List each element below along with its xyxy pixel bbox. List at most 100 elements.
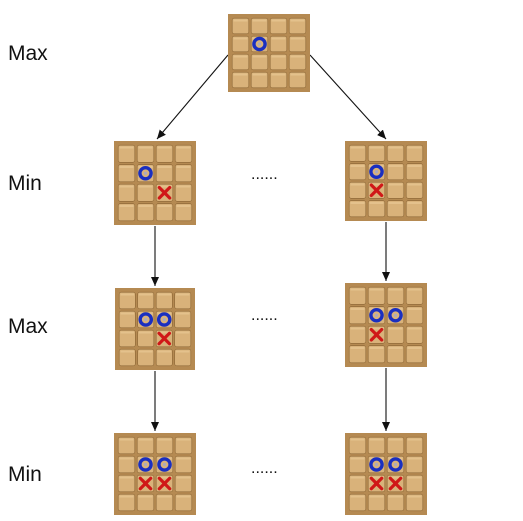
board-cell-highlight <box>388 288 403 291</box>
board-cell-highlight <box>290 73 305 76</box>
board-cell <box>367 200 386 218</box>
board-cell-highlight <box>290 37 305 40</box>
board-cell <box>174 144 193 163</box>
board-cell-highlight <box>157 293 171 296</box>
board-cell <box>405 345 424 364</box>
level-label-max-1: Max <box>8 42 48 65</box>
board-cell <box>137 329 155 348</box>
board-cell <box>348 455 367 474</box>
cross-piece-icon <box>157 185 172 200</box>
board-cell-highlight <box>407 146 422 149</box>
board-cell-highlight <box>388 165 403 167</box>
board-cell-highlight <box>369 347 384 349</box>
board-cell-highlight <box>350 495 365 498</box>
board-cell-highlight <box>119 185 134 188</box>
board-cell-highlight <box>157 146 172 149</box>
board-cell <box>118 310 136 329</box>
board-cell <box>288 17 307 35</box>
board-cell <box>174 183 193 202</box>
board-cell <box>386 144 405 162</box>
board-cell <box>348 200 367 218</box>
board-cell <box>348 345 367 364</box>
board-cell-highlight <box>119 457 134 460</box>
board-cell <box>405 474 424 493</box>
board-cell-highlight <box>157 495 172 498</box>
circle-piece-center <box>162 462 167 467</box>
board-cell-highlight <box>369 202 384 204</box>
tree-edge-root-to-l1-right <box>309 54 387 140</box>
board-cell-highlight <box>350 146 365 149</box>
board-cell-highlight <box>369 146 384 149</box>
board-cell-highlight <box>350 438 365 441</box>
board-cell <box>405 325 424 344</box>
board-cell <box>174 455 193 474</box>
board-cell <box>118 329 136 348</box>
board-cell-highlight <box>369 438 384 441</box>
board-cell <box>174 203 193 222</box>
board-root <box>228 14 310 92</box>
board-cell-highlight <box>350 183 365 186</box>
board-cell-highlight <box>388 438 403 441</box>
board-cell-highlight <box>138 185 153 188</box>
board-cell-highlight <box>176 476 191 479</box>
board-cell <box>174 493 193 512</box>
circle-piece-icon <box>157 457 172 472</box>
board-cell-highlight <box>157 438 172 441</box>
board-l2-right <box>345 283 427 367</box>
board-cell-highlight <box>138 495 153 498</box>
board-cell-highlight <box>369 476 384 479</box>
board-cell <box>269 71 288 89</box>
board-cell-highlight <box>350 308 365 310</box>
circle-piece-icon <box>369 164 384 180</box>
cross-piece-icon <box>157 331 172 346</box>
board-cell <box>231 35 250 53</box>
board-cell <box>136 436 155 455</box>
board-cell-highlight <box>120 331 134 334</box>
board-cell-highlight <box>350 476 365 479</box>
board-cell <box>348 181 367 199</box>
board-cell <box>367 144 386 162</box>
circle-piece-icon <box>388 307 403 323</box>
board-cell-highlight <box>271 37 286 40</box>
board-cell <box>405 306 424 325</box>
board-cell-highlight <box>233 37 248 40</box>
board-cell-highlight <box>119 495 134 498</box>
board-cell-highlight <box>120 293 134 296</box>
level-label-max-2: Max <box>8 315 48 338</box>
circle-piece-icon <box>156 312 172 327</box>
level-label-min-2: Min <box>8 463 42 486</box>
board-cell <box>174 348 192 367</box>
board-cell <box>348 325 367 344</box>
board-cell-highlight <box>350 327 365 330</box>
board-cell <box>117 183 136 202</box>
board-cell-highlight <box>252 73 267 76</box>
board-cell-highlight <box>120 312 134 315</box>
board-cell-highlight <box>407 165 422 167</box>
board-cell-highlight <box>157 350 171 353</box>
board-cell-highlight <box>252 19 267 22</box>
board-cell <box>348 144 367 162</box>
board-cell-highlight <box>388 476 403 479</box>
board-cell-highlight <box>407 288 422 291</box>
board-l3-left <box>114 433 196 515</box>
board-cell-highlight <box>388 327 403 330</box>
board-cell <box>405 144 424 162</box>
circle-piece-center <box>393 313 398 317</box>
board-cell-highlight <box>120 350 134 353</box>
ellipsis-row-3: ...... <box>251 460 278 477</box>
board-cell-highlight <box>176 457 191 460</box>
board-cell-highlight <box>369 327 384 330</box>
board-cell <box>231 71 250 89</box>
board-cell <box>348 474 367 493</box>
board-cell-highlight <box>176 293 190 296</box>
tree-edge-root-to-l1-left <box>156 54 229 140</box>
board-cell-highlight <box>176 146 191 149</box>
cross-piece-icon <box>388 476 403 491</box>
board-cell-highlight <box>139 331 153 334</box>
board-cell <box>118 348 136 367</box>
board-cell <box>348 436 367 455</box>
board-cell <box>386 181 405 199</box>
board-cell-highlight <box>407 202 422 204</box>
board-cell-highlight <box>252 55 267 58</box>
board-cell-highlight <box>388 146 403 149</box>
